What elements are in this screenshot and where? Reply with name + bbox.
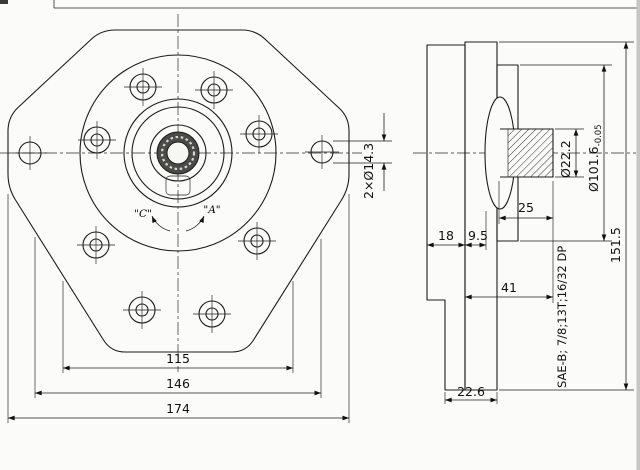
dim-shaft-diameter-label: Ø22.2: [558, 140, 573, 178]
bolt-hole: [122, 290, 162, 330]
dim-overall-height-label: 151.5: [608, 227, 623, 263]
front-view: "C" "A" 2×Ø14.3: [7, 29, 392, 423]
bolt-hole: [237, 221, 277, 261]
dim-41: 41: [465, 280, 553, 300]
concentric-bores: [79, 54, 277, 252]
dim-overall-height: 151.5: [499, 41, 634, 391]
seal-circle: [149, 124, 207, 182]
ear-hole-left: [12, 135, 48, 171]
spline-spec-label: SAE-B; 7/8;13T;16/32 DP: [555, 246, 569, 388]
scan-corner-mark: [0, 0, 8, 4]
side-view: 18 9.5 25 41 22.6: [426, 41, 634, 404]
spline-teeth-circle: [160, 135, 196, 171]
dim-18-label: 18: [438, 228, 454, 243]
rotation-arrow-cw: [185, 215, 205, 232]
bolt-hole: [239, 114, 279, 154]
spline-hatch: [508, 129, 553, 177]
dim-shaft-diameter: Ø22.2: [555, 128, 584, 178]
rear-plate-outline: [426, 44, 466, 391]
mounting-flange: [464, 41, 498, 391]
dim-18: 18: [427, 228, 465, 248]
dim-146-label: 146: [166, 376, 190, 391]
ear-hole-right: [304, 134, 340, 170]
dim-22-6: 22.6: [444, 384, 498, 404]
shaft-end-circle: [166, 141, 190, 165]
dim-25-label: 25: [518, 200, 534, 215]
boss-circle-inner: [131, 106, 225, 200]
pilot-diameter-tolerance: -0.05: [594, 124, 604, 146]
dim-115: 115: [62, 281, 294, 373]
rotation-label-a: "A": [203, 204, 220, 216]
dim-174: 174: [7, 194, 350, 423]
bolt-hole: [76, 225, 116, 265]
dim-146: 146: [34, 237, 322, 398]
rotation-arrow-ccw: [151, 215, 171, 232]
dim-9-5: 9.5: [465, 211, 488, 250]
pilot-diameter-value: Ø101.6: [586, 146, 601, 192]
dim-174-label: 174: [166, 401, 190, 416]
dim-mount-holes: 2×Ø14.3: [333, 113, 392, 199]
dim-25: 25: [498, 181, 554, 303]
pilot-circle: [79, 54, 277, 252]
dim-22-6-label: 22.6: [457, 384, 485, 399]
bolt-hole: [194, 70, 234, 110]
dim-9-5-label: 9.5: [468, 228, 488, 243]
dim-mount-holes-label: 2×Ø14.3: [361, 143, 376, 199]
centerlines: [0, 14, 636, 372]
bolt-hole: [123, 67, 163, 107]
flange-outline: [7, 29, 350, 353]
dim-pilot-diameter-label: Ø101.6-0.05: [586, 124, 604, 192]
dim-pilot-diameter: Ø101.6-0.05: [520, 64, 612, 242]
cover-bolts: [76, 67, 279, 334]
dim-41-label: 41: [501, 280, 517, 295]
scan-edge-strip: [636, 0, 640, 470]
rotation-label-c: "C": [134, 208, 152, 220]
dim-115-label: 115: [166, 351, 190, 366]
key-detail: [165, 175, 191, 196]
rotation-arrows: "C" "A": [134, 204, 221, 232]
boss-circle-outer: [123, 98, 233, 208]
bolt-hole: [192, 294, 232, 334]
